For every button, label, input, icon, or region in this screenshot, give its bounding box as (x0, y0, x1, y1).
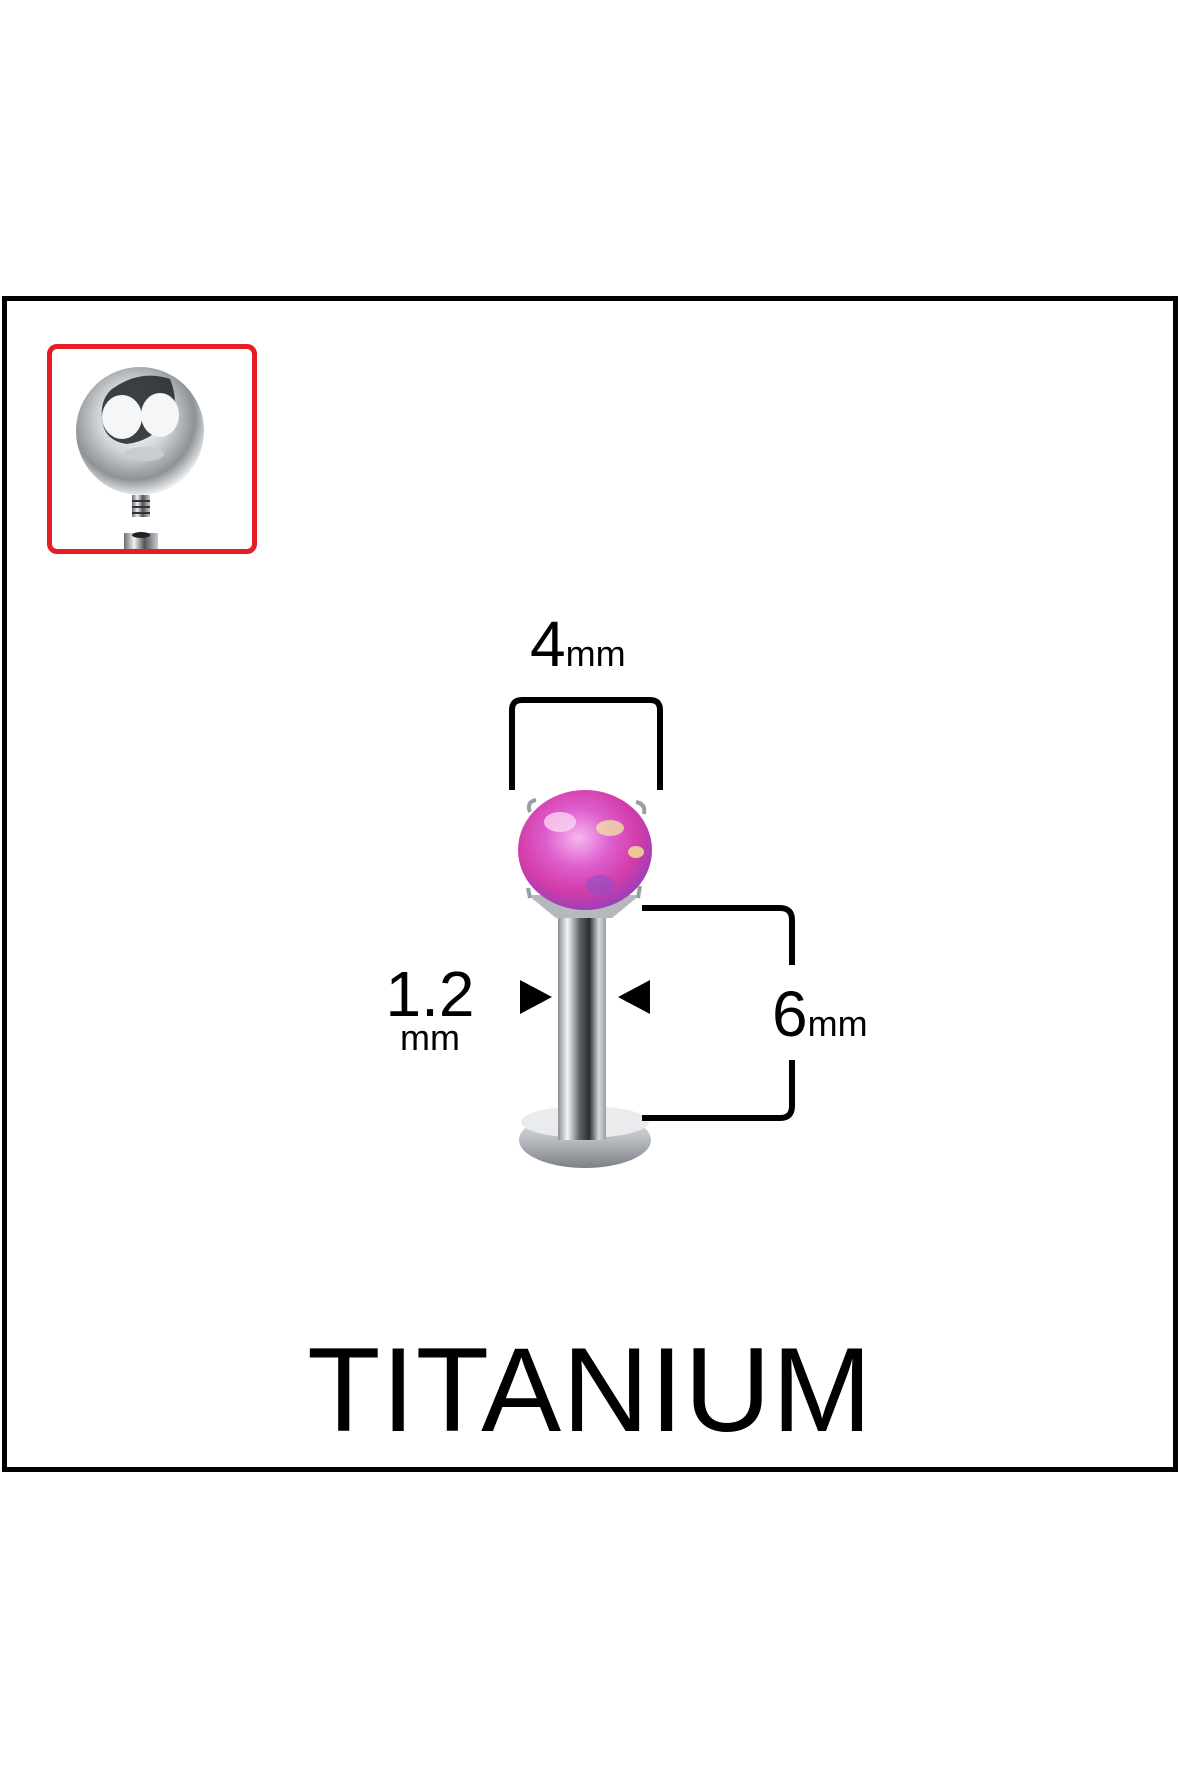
width-bracket (509, 697, 663, 790)
gauge-arrow-left (520, 980, 552, 1014)
length-label: 6mm (772, 980, 868, 1048)
length-value: 6 (772, 978, 808, 1050)
threaded-ball-top-icon (76, 367, 204, 549)
thumbnail-threaded-ball (47, 344, 257, 554)
top-width-value: 4 (530, 608, 566, 680)
top-width-unit: mm (565, 633, 626, 674)
top-width-label: 4mm (530, 612, 626, 676)
gauge-unit: mm (400, 1017, 460, 1058)
length-unit: mm (807, 1003, 868, 1044)
length-bracket (642, 905, 795, 965)
gauge-arrow-right (618, 980, 650, 1014)
gauge-label: 1.2 mm (375, 962, 485, 1056)
gauge-value: 1.2 (385, 958, 475, 1030)
material-label: TITANIUM (307, 1323, 873, 1457)
